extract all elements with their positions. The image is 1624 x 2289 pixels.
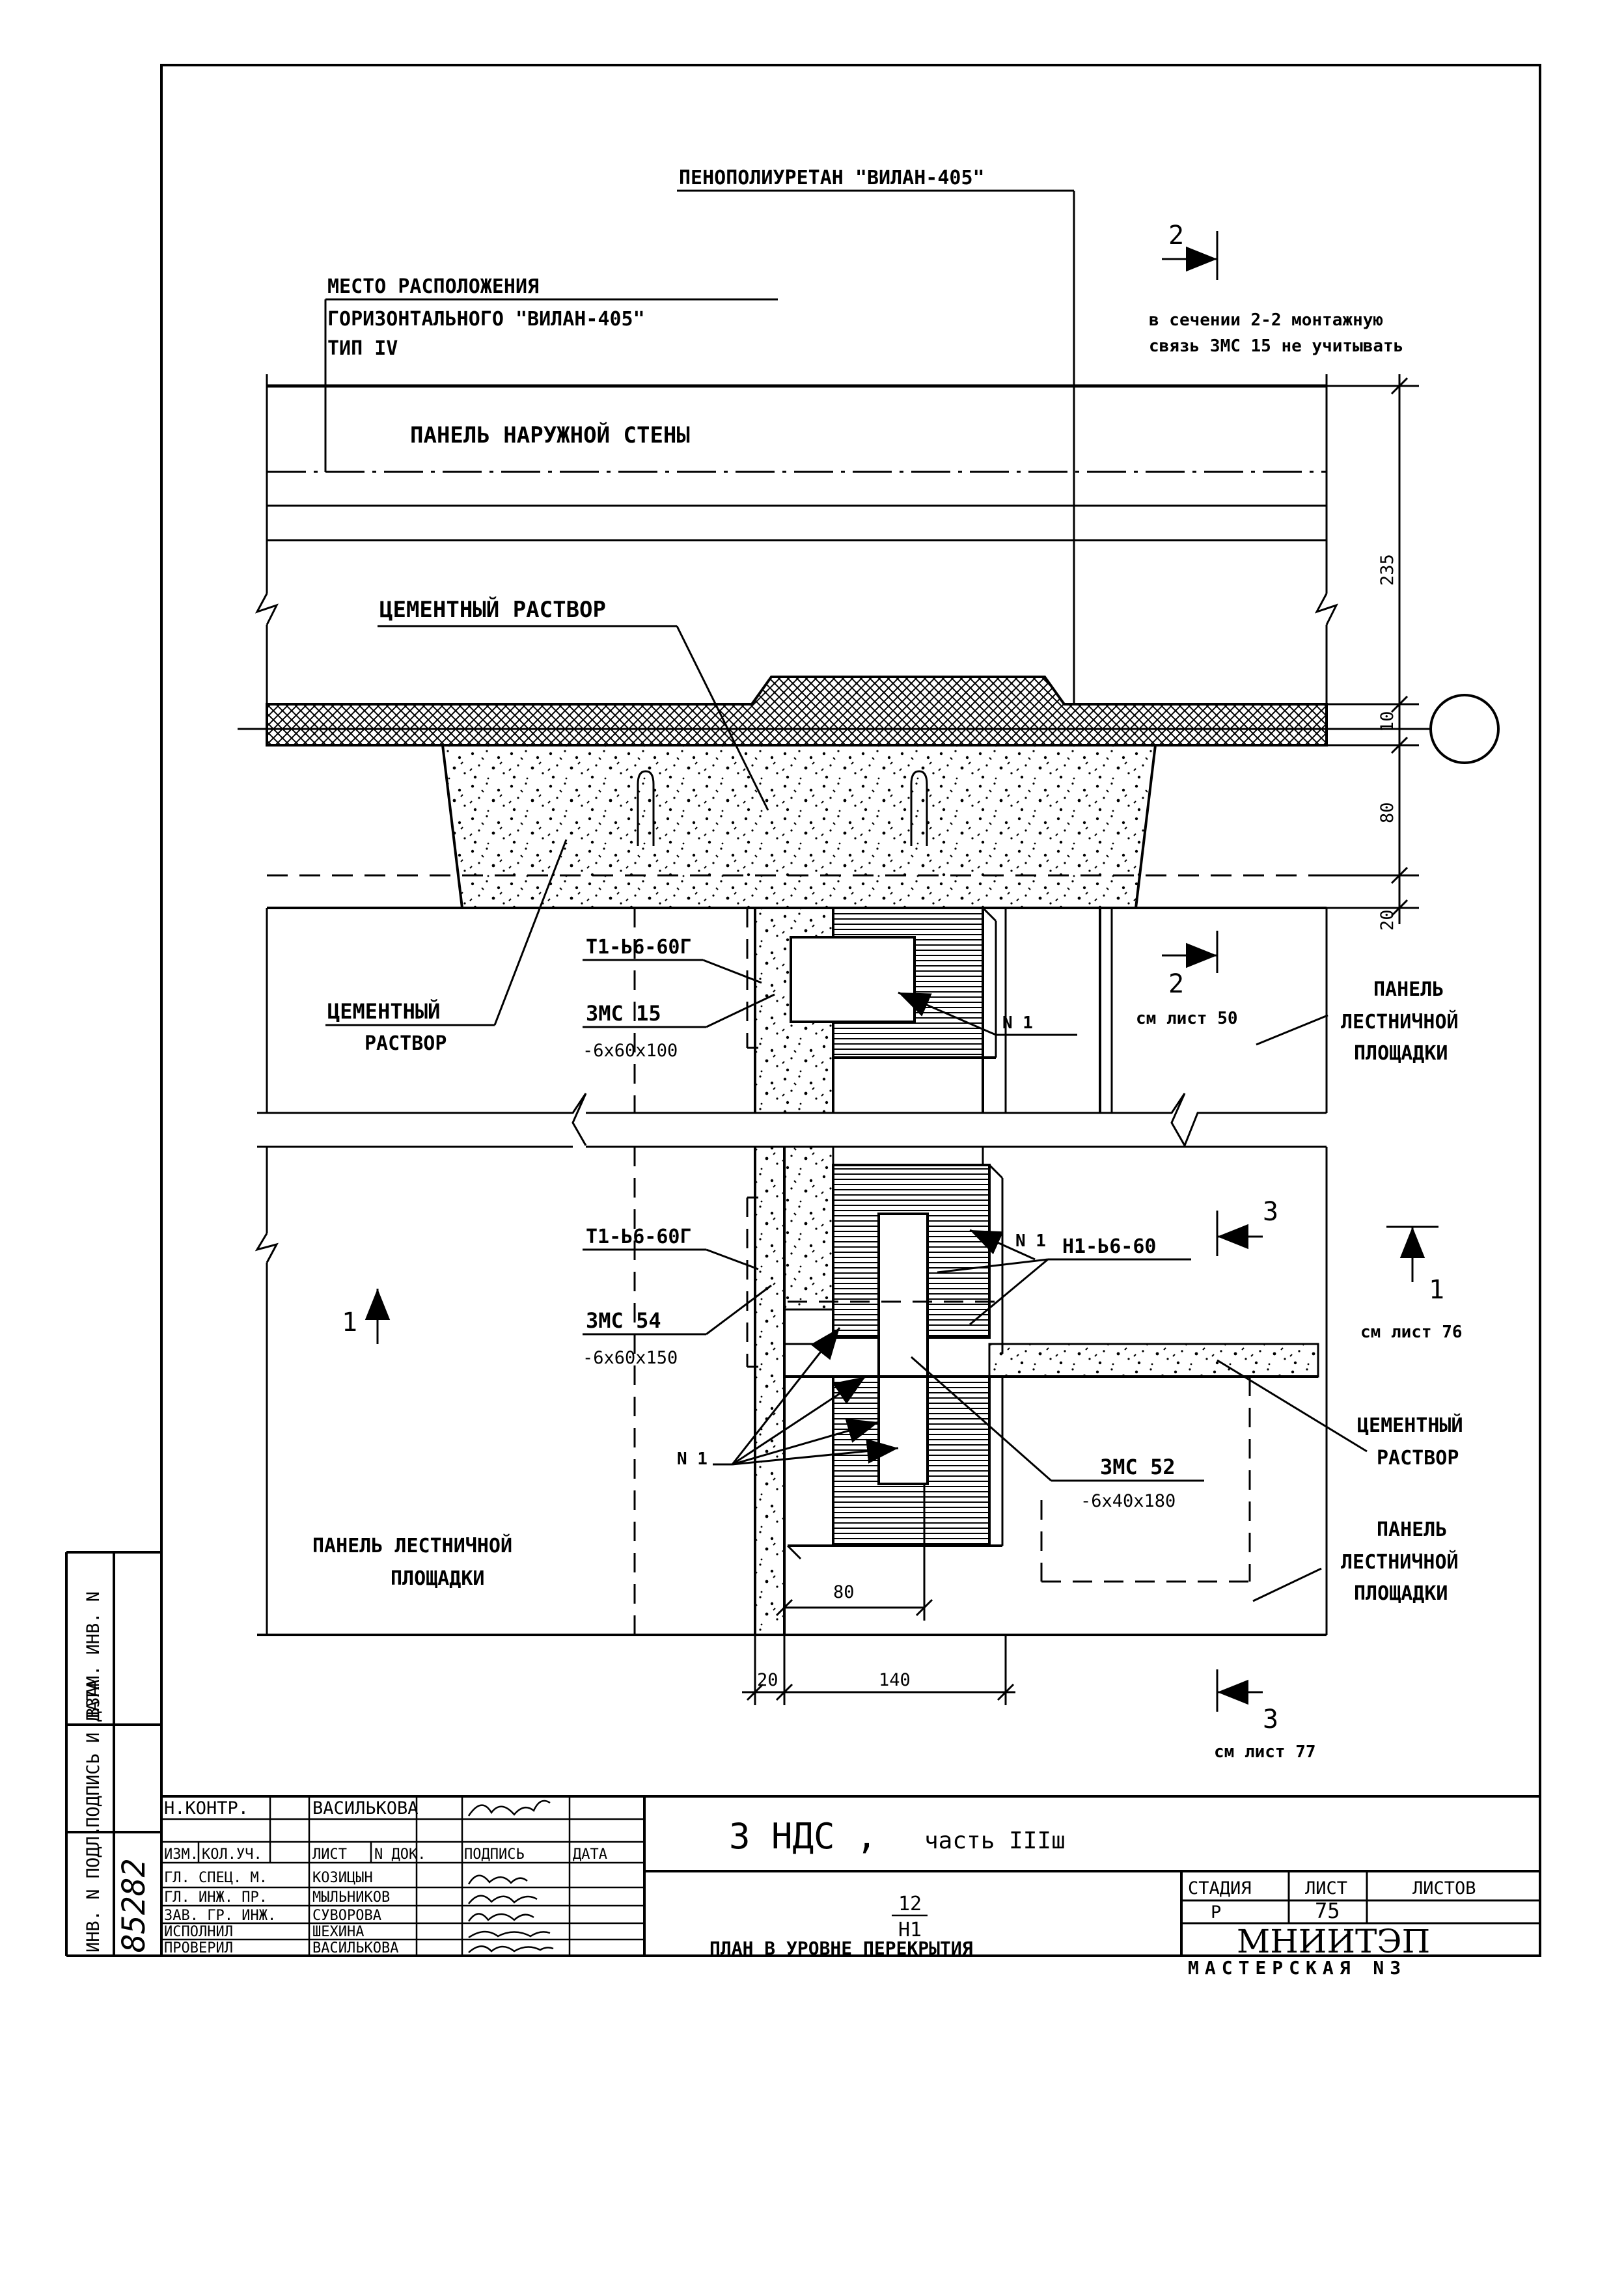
tb-stage-label: СТАДИЯ	[1188, 1878, 1252, 1898]
tb-row-5-name: ШЕХИНА	[312, 1924, 364, 1940]
label-zms54-size: -6x60x150	[583, 1348, 678, 1368]
label-section-note-2: связь ЗМС 15 не учитывать	[1149, 336, 1403, 356]
label-outer-wall: ПАНЕЛЬ НАРУЖНОЙ СТЕНЫ	[410, 422, 690, 448]
side-inv-value: 85282	[116, 1859, 152, 1953]
section-1-left: 1	[342, 1308, 357, 1337]
dimension-lines	[742, 374, 1419, 1705]
section-3-top: 3	[1263, 1197, 1278, 1227]
label-stair-br-1: ПАНЕЛЬ	[1377, 1518, 1447, 1541]
tb-head-doc: N ДОК.	[374, 1846, 426, 1863]
label-stair-br-2: ЛЕСТНИЧНОЙ	[1341, 1550, 1459, 1574]
leaders	[324, 189, 1368, 1602]
tb-sheets-label: ЛИСТОВ	[1412, 1878, 1476, 1898]
label-cement-left-2: РАСТВОР	[365, 1032, 447, 1055]
dim-20-right: 20	[1377, 909, 1397, 931]
section-1-ref: см лист 76	[1360, 1323, 1463, 1342]
label-stair-right-1: ПАНЕЛЬ	[1373, 978, 1444, 1001]
dim-140: 140	[879, 1670, 911, 1690]
label-n1-bottom: N 1	[677, 1449, 708, 1469]
tb-row-4-role: ЗАВ. ГР. ИНЖ.	[164, 1908, 276, 1924]
tb-sheet: 75	[1315, 1898, 1340, 1923]
label-zms15: ЗМС 15	[586, 1001, 661, 1026]
section-2-top: 2	[1168, 221, 1184, 251]
tb-row-1-role: Н.КОНТР.	[164, 1798, 249, 1818]
foam-layer	[266, 676, 1328, 747]
dim-235: 235	[1377, 554, 1397, 586]
dim-10: 10	[1377, 711, 1397, 732]
tb-drawing-title: ПЛАН В УРОВНЕ ПЕРЕКРЫТИЯ	[709, 1938, 973, 1959]
label-cement-right-1: ЦЕМЕНТНЫЙ	[1357, 1414, 1463, 1437]
tb-row-2-name: КОЗИЦЫН	[312, 1870, 373, 1886]
lower-stair-block	[255, 1145, 1328, 1636]
tb-row-3-name: МЫЛЬНИКОВ	[312, 1889, 390, 1906]
side-vzam-label: ВЗАМ. ИНВ. N	[83, 1591, 103, 1718]
section-3-bottom-ref: см лист 77	[1214, 1742, 1316, 1762]
tb-row-4-name: СУВОРОВА	[312, 1908, 381, 1924]
section-3-bottom: 3	[1263, 1705, 1278, 1734]
section-1: 1	[1429, 1275, 1444, 1305]
label-cement-right-2: РАСТВОР	[1377, 1447, 1459, 1470]
label-n1-top: N 1	[1002, 1013, 1033, 1033]
tb-head-kol: КОЛ.УЧ.	[202, 1846, 262, 1863]
label-zms54: ЗМС 54	[586, 1308, 661, 1333]
side-inv-label: ИНВ. N ПОДЛ.	[83, 1826, 103, 1953]
dim-20-bottom: 20	[757, 1670, 778, 1690]
title-block-grid	[160, 1795, 1541, 1957]
label-cement-left-1: ЦЕМЕНТНЫЙ	[327, 999, 440, 1024]
label-stair-br-3: ПЛОЩАДКИ	[1354, 1582, 1448, 1605]
label-location-2: ГОРИЗОНТАЛЬНОГО "ВИЛАН-405"	[327, 308, 645, 331]
upper-stair-block	[266, 907, 1328, 1114]
tb-head-list: ЛИСТ	[312, 1846, 347, 1863]
dim-80-right: 80	[1377, 802, 1397, 823]
label-n1-mid: N 1	[1015, 1231, 1046, 1251]
tb-project: З НДС ,	[729, 1816, 877, 1857]
tb-row-3-role: ГЛ. ИНЖ. ПР.	[164, 1889, 268, 1906]
tb-row-6-name: ВАСИЛЬКОВА	[312, 1940, 398, 1956]
dim-80-bottom: 80	[833, 1582, 855, 1602]
tb-sheet-label: ЛИСТ	[1305, 1878, 1347, 1898]
tb-node-num: 12	[898, 1893, 922, 1915]
label-section-note-1: в сечении 2-2 монтажную	[1149, 310, 1383, 330]
tb-workshop: МАСТЕРСКАЯ N3	[1190, 1951, 1195, 1953]
label-t1-top: Т1-Ь6-60Г	[586, 936, 692, 959]
tb-row-1-name: ВАСИЛЬКОВА	[312, 1798, 419, 1818]
side-sign-label: ПОДПИСЬ И ДАТА	[83, 1679, 103, 1828]
label-stair-left-2: ПЛОЩАДКИ	[391, 1567, 485, 1590]
label-t1-bottom: Т1-Ь6-60Г	[586, 1226, 692, 1248]
tb-workshop-overlay: МАСТЕРСКАЯ N3	[1188, 1957, 1407, 1979]
signatures	[467, 1800, 554, 1953]
label-location-1: МЕСТО РАСПОЛОЖЕНИЯ	[327, 275, 539, 298]
tb-row-5-role: ИСПОЛНИЛ	[164, 1924, 233, 1940]
tb-part: часть IIIш	[924, 1828, 1066, 1854]
section-markers	[365, 231, 1438, 1712]
label-zms52-size: -6x40x180	[1080, 1491, 1176, 1511]
tb-head-izm: ИЗМ.	[164, 1846, 199, 1863]
tb-head-date: ДАТА	[573, 1846, 607, 1863]
tb-row-2-role: ГЛ. СПЕЦ. М.	[164, 1870, 268, 1886]
break-line	[257, 1093, 1327, 1148]
tb-org: МНИИТЭП	[1237, 1923, 1430, 1960]
label-foam: ПЕНОПОЛИУРЕТАН "ВИЛАН-405"	[679, 167, 985, 189]
label-zms52: ЗМС 52	[1100, 1455, 1176, 1479]
anchor-loop-right	[910, 770, 928, 846]
label-stair-right-2: ЛЕСТНИЧНОЙ	[1341, 1010, 1459, 1034]
label-stair-right-3: ПЛОЩАДКИ	[1354, 1042, 1448, 1065]
anchor-loop-left	[637, 770, 655, 846]
tb-row-6-role: ПРОВЕРИЛ	[164, 1940, 233, 1956]
label-stair-left-1: ПАНЕЛЬ ЛЕСТНИЧНОЙ	[312, 1534, 512, 1557]
section-2-mid: 2	[1168, 969, 1184, 999]
label-h1: Н1-Ь6-60	[1062, 1235, 1157, 1258]
label-location-3: ТИП IV	[327, 337, 398, 360]
axis-marker	[1429, 694, 1500, 764]
tb-head-sign: ПОДПИСЬ	[464, 1846, 525, 1863]
tb-stage: Р	[1211, 1902, 1221, 1923]
tb-node-den: Н1	[898, 1919, 922, 1941]
section-2-mid-ref: см лист 50	[1136, 1009, 1238, 1028]
label-zms15-size: -6x60x100	[583, 1041, 678, 1061]
label-cement-top: ЦЕМЕНТНЫЙ РАСТВОР	[379, 596, 606, 623]
outer-wall-panel	[255, 374, 1338, 703]
